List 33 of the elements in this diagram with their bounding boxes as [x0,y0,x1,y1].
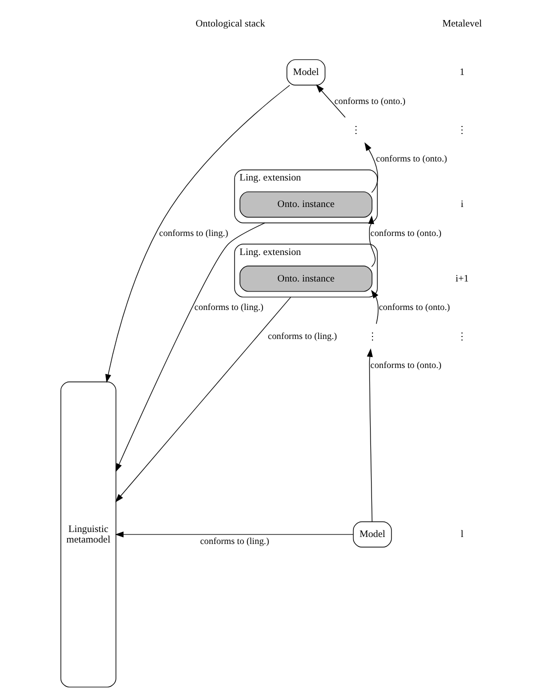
node-box: Model [352,521,392,548]
node-text: ⋮ [367,331,378,342]
arrow [371,290,379,324]
label: i [460,199,464,210]
edge-label: conforms to (onto.) [370,360,442,370]
arrow [115,531,354,538]
label: Ontological stack [196,18,266,30]
arrow [316,84,346,118]
edge-label: conforms to (ling.) [200,536,270,546]
label: 1 [460,67,465,78]
arrow [105,84,290,383]
node-text: ⋮ [351,124,362,136]
edge-label: conforms to (onto.) [376,154,448,164]
arrow [115,296,292,502]
edge-label: conforms to (ling.) [159,228,228,238]
edge-label: conforms to (onto.) [378,302,450,312]
label: ⋮ [457,124,468,136]
node-box: Onto. instance [240,191,372,218]
edge-label: conforms to (onto.) [370,228,442,238]
label: ⋮ [457,331,468,342]
node-box: Linguistic metamodel [60,382,116,688]
arrow [366,348,373,522]
edge-label: conforms to (ling.) [194,302,264,312]
node-box: Model [286,59,326,86]
edge-label: conforms to (onto.) [334,96,406,106]
arrow [364,142,378,193]
label: i+1 [455,273,469,284]
arrow [368,215,376,268]
arrow [116,222,266,472]
label: Metalevel [442,18,482,30]
node-box: Onto. instance [240,266,372,292]
edge-label: conforms to (ling.) [268,331,337,342]
label: l [460,529,464,540]
